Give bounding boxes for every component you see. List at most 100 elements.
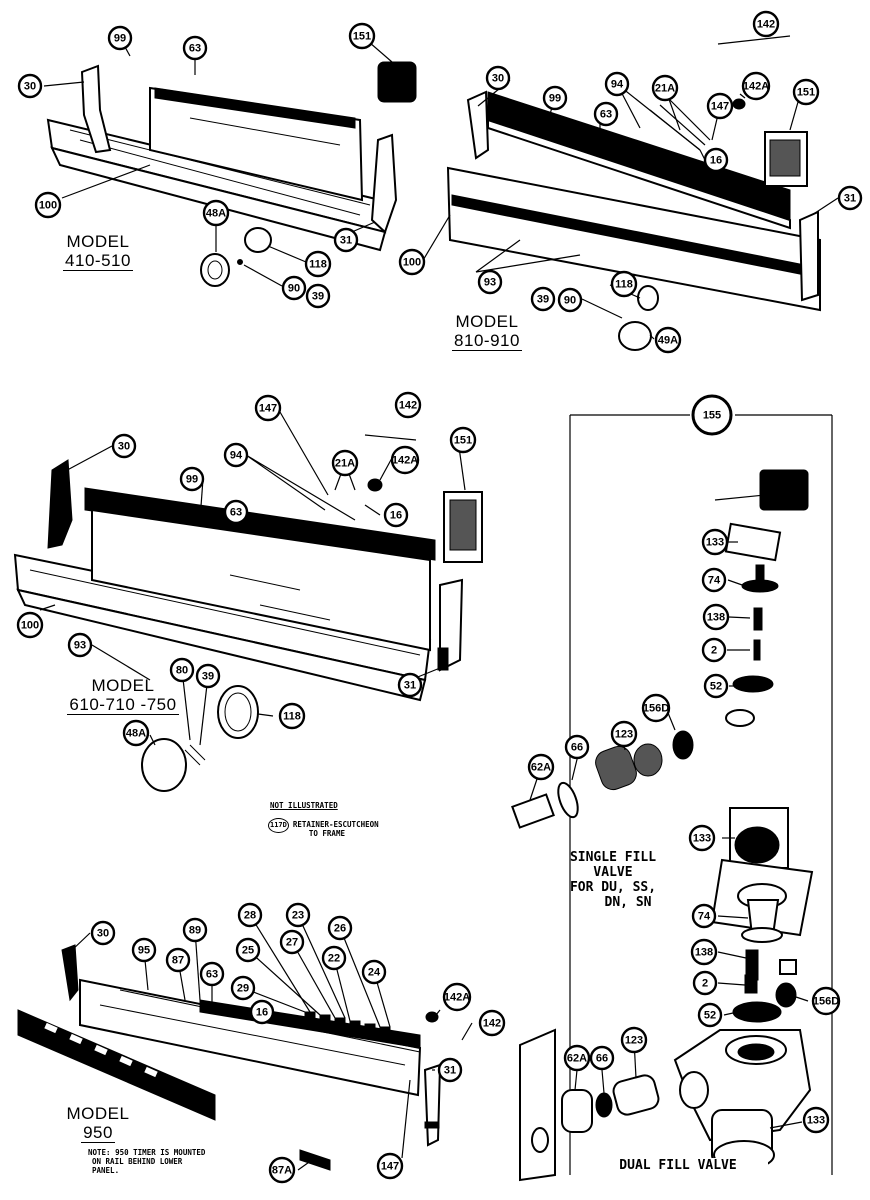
callout-number: 93: [484, 277, 496, 289]
callout-circle: [67, 632, 93, 658]
callout-number: 151: [353, 31, 371, 43]
callout-number: 52: [710, 681, 722, 693]
part-number-bubble: 117D: [268, 818, 289, 833]
callout-circle: [223, 442, 249, 468]
callout-circle: [182, 917, 208, 943]
callout-52: 52: [703, 673, 729, 699]
callout-circle: [397, 672, 423, 698]
assembly-model-810-910: [421, 35, 839, 351]
callout-number: 21A: [335, 458, 355, 470]
callout-118: 118: [610, 270, 638, 298]
callout-number: 80: [176, 665, 188, 677]
callout-63: 63: [223, 499, 249, 525]
callout-30: 30: [90, 920, 116, 946]
callout-99: 99: [179, 466, 205, 492]
callout-number: 63: [206, 969, 218, 981]
callout-number: 74: [698, 911, 711, 923]
callout-circle: [792, 78, 820, 106]
note-line: PANEL.: [92, 1166, 120, 1175]
callout-100: 100: [16, 611, 44, 639]
dual-fill-valve-label: DUAL FILL VALVE: [588, 1158, 768, 1173]
callout-100: 100: [34, 191, 62, 219]
callout-circle: [741, 71, 771, 101]
model-word: MODEL: [455, 312, 519, 331]
callout-number: 147: [381, 1161, 399, 1173]
single-fill-line: SINGLE FILL: [569, 850, 657, 865]
not-illustrated-note: NOT ILLUSTRATED: [270, 801, 338, 810]
callout-142a: 142A: [390, 445, 420, 475]
callout-62a: 62A: [527, 753, 555, 781]
callout-number: 142: [757, 19, 775, 31]
callout-circle: [398, 248, 426, 276]
callout-number: 147: [711, 101, 729, 113]
callout-circle: [199, 961, 225, 987]
callout-number: 39: [312, 291, 324, 303]
callout-circle: [542, 85, 568, 111]
callout-number: 99: [114, 33, 126, 45]
callout-147: 147: [706, 92, 734, 120]
callout-circle: [268, 1156, 296, 1184]
callout-circle: [691, 903, 717, 929]
single-fill-valve-label: SINGLE FILL VALVE FOR DU, SS, DN, SN: [548, 850, 678, 910]
callout-circle: [195, 663, 221, 689]
callout-number: 99: [549, 93, 561, 105]
callout-number: 39: [537, 294, 549, 306]
callout-63: 63: [182, 35, 208, 61]
callout-circle: [593, 101, 619, 127]
callout-number: 123: [615, 729, 633, 741]
callout-circle: [651, 74, 679, 102]
callout-63: 63: [593, 101, 619, 127]
callout-circle: [179, 466, 205, 492]
callout-number: 87A: [272, 1165, 292, 1177]
callout-99: 99: [107, 25, 133, 51]
callout-number: 156D: [643, 703, 669, 715]
model-number: 410-510: [63, 251, 133, 271]
callout-circle: [690, 938, 718, 966]
callout-number: 133: [807, 1115, 825, 1127]
callout-118: 118: [278, 702, 306, 730]
callout-number: 142: [399, 400, 417, 412]
callout-123: 123: [620, 1026, 648, 1054]
callout-circle: [34, 191, 62, 219]
callout-circle: [610, 720, 638, 748]
callout-95: 95: [131, 937, 157, 963]
callout-16: 16: [703, 147, 729, 173]
callout-circle: [237, 902, 263, 928]
callout-circle: [802, 1106, 830, 1134]
callout-number: 30: [118, 441, 130, 453]
callout-23: 23: [285, 902, 311, 928]
callout-circle: [376, 1152, 404, 1180]
callout-number: 30: [24, 81, 36, 93]
callout-151: 151: [348, 22, 376, 50]
callout-147: 147: [254, 394, 282, 422]
callout-48a: 48A: [122, 719, 150, 747]
callout-number: 100: [39, 200, 57, 212]
callout-circle: [235, 937, 261, 963]
callout-circle: [305, 283, 331, 309]
model-label-610-710-750: MODEL 610-710 -750: [48, 676, 198, 715]
callout-number: 30: [492, 73, 504, 85]
callout-circle: [249, 999, 275, 1025]
callout-89: 89: [182, 917, 208, 943]
callout-circle: [278, 702, 306, 730]
callout-circle: [697, 1002, 723, 1028]
callout-number: 16: [256, 1007, 268, 1019]
callout-number: 66: [596, 1053, 608, 1065]
callout-62a: 62A: [563, 1044, 591, 1072]
callout-number: 16: [390, 510, 402, 522]
callout-number: 48A: [126, 728, 146, 740]
callout-156d: 156D: [641, 693, 671, 723]
callout-circle: [394, 391, 422, 419]
callout-number: 100: [403, 257, 421, 269]
callout-number: 24: [368, 967, 381, 979]
callout-circle: [641, 693, 671, 723]
callout-number: 151: [797, 87, 815, 99]
callout-138: 138: [702, 603, 730, 631]
callout-66: 66: [589, 1045, 615, 1071]
callout-number: 74: [708, 575, 721, 587]
callout-circle: [304, 250, 332, 278]
callout-147: 147: [376, 1152, 404, 1180]
callout-30: 30: [17, 73, 43, 99]
callout-number: 31: [340, 235, 352, 247]
callout-87a: 87A: [268, 1156, 296, 1184]
